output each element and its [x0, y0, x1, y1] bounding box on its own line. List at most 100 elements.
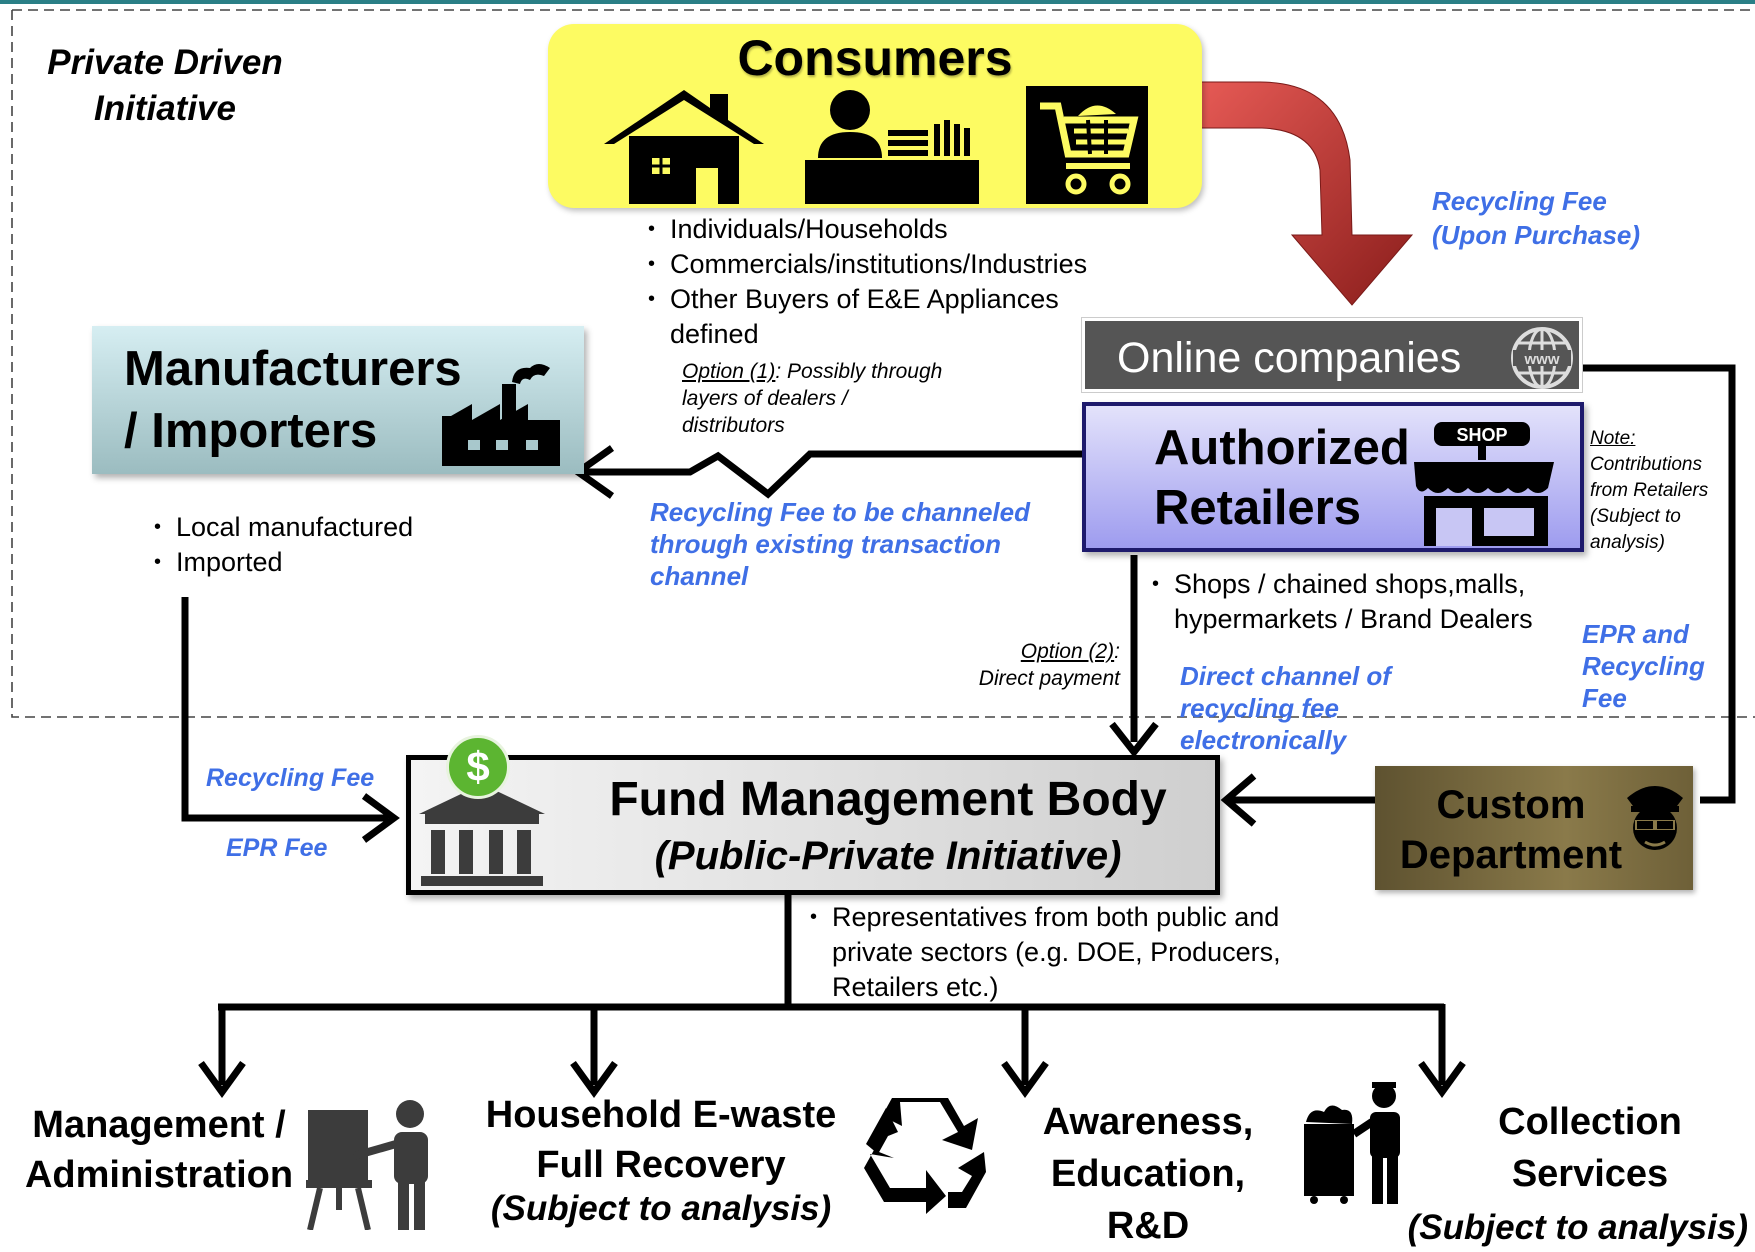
manufacturer-to-fund-line [181, 597, 388, 822]
option-2-line2: Direct payment [978, 667, 1120, 690]
factory-icon [442, 364, 560, 466]
private-region-border [11, 9, 1755, 718]
direct-channel-line3: electronically [1180, 725, 1347, 755]
awareness-education-label: Awareness, Education, R&D [1018, 1096, 1278, 1252]
list-item: Individuals/Households [646, 212, 1146, 247]
direct-channel-line2: recycling fee [1180, 693, 1339, 723]
collection-services-label: Collection Services [1440, 1096, 1740, 1200]
direct-channel-note: Direct channel of recycling fee electron… [1180, 660, 1440, 756]
house-icon [604, 90, 764, 204]
custom-title-line1: Custom [1436, 783, 1586, 827]
option-1-line3: distributors [682, 414, 785, 437]
awareness-line1: Awareness, [1042, 1101, 1254, 1143]
private-initiative-line1: Private Driven [47, 43, 283, 82]
option-1-label: Option (1) [682, 360, 776, 383]
awareness-line3: R&D [1106, 1205, 1190, 1247]
list-item: private sectors (e.g. DOE, Producers, [832, 937, 1281, 967]
option-2-colon: : [1114, 640, 1120, 663]
branch-awareness-head [1001, 1060, 1049, 1098]
custom-to-fund-arrowhead [1220, 773, 1257, 827]
fund-subtitle: (Public-Private Initiative) [654, 834, 1122, 878]
household-line2: Full Recovery [536, 1144, 786, 1186]
waste-collector-icon [1304, 1082, 1400, 1204]
note-line: analysis) [1590, 532, 1665, 553]
option-2-first-line: Option (2): [900, 638, 1120, 665]
note-line: Contributions [1590, 454, 1702, 475]
channel-note-line2: through existing transaction [650, 529, 1002, 559]
retailer-to-manufacturer-arrow [584, 450, 1082, 499]
epr-recycling-line2: Recycling [1582, 651, 1705, 681]
household-ewaste-label: Household E-waste Full Recovery (Subject… [456, 1090, 866, 1228]
list-item: Commercials/institutions/Industries [646, 247, 1146, 282]
note-line: (Subject to [1590, 506, 1681, 527]
manufacturer-types-list: Local manufactured Imported [152, 510, 472, 580]
recycling-fee-label: Recycling Fee [1432, 186, 1607, 216]
branch-management-head [198, 1060, 246, 1098]
online-to-custom-line [1582, 364, 1736, 804]
epr-recycling-line1: EPR and [1582, 619, 1689, 649]
globe-www-text: www [1523, 351, 1559, 368]
epr-fee-left-label: EPR Fee [226, 834, 328, 862]
channel-note-line3: channel [650, 561, 749, 591]
online-companies-label: Online companies [1117, 334, 1462, 382]
option-1-note: Option (1): Possibly through layers of d… [682, 358, 1022, 439]
consumer-types-list: Individuals/Households Commercials/insti… [646, 212, 1146, 352]
private-initiative-label: Private Driven Initiative [30, 40, 300, 132]
collection-line1: Collection [1498, 1101, 1682, 1143]
epr-recycling-line3: Fee [1582, 683, 1627, 713]
manufacturers-title-line1: Manufacturers [124, 342, 462, 396]
manufacturer-to-fund-arrowhead [361, 793, 400, 843]
awareness-line2: Education, [1050, 1153, 1246, 1195]
customs-officer-icon [1627, 786, 1683, 850]
top-strip [0, 0, 1755, 4]
shop-icon: SHOP [1414, 422, 1554, 546]
epr-recycling-fee-note: EPR and Recycling Fee [1582, 618, 1742, 714]
option-2-label: Option (2) [1020, 640, 1115, 663]
shopping-cart-icon [1026, 86, 1148, 204]
shop-sign-text: SHOP [1456, 425, 1507, 445]
option-1-text: : Possibly through [775, 360, 943, 383]
manufacturers-importers-box: Manufacturers / Importers [92, 326, 584, 474]
option-2-note: Option (2): Direct payment [900, 638, 1120, 692]
globe-icon: www [1511, 327, 1573, 389]
consumers-title: Consumers [737, 30, 1013, 86]
management-line1: Management / [32, 1104, 286, 1146]
collection-subject-to-analysis: (Subject to analysis) [1407, 1208, 1748, 1247]
recycling-fee-left-label: Recycling Fee [206, 764, 375, 792]
option-1-line2: layers of dealers / [682, 387, 848, 410]
consumers-box: Consumers [548, 24, 1202, 208]
branch-collection-head [1418, 1060, 1466, 1098]
custom-title-line2: Department [1399, 833, 1623, 877]
list-item: Retailers etc.) [832, 972, 999, 1002]
recycling-fee-upon-purchase: Recycling Fee (Upon Purchase) [1432, 184, 1732, 252]
fund-representatives-list: Representatives from both public and pri… [808, 900, 1328, 1005]
retailer-contribution-note: Note: Contributions from Retailers (Subj… [1590, 426, 1755, 556]
upon-purchase-label: (Upon Purchase) [1432, 220, 1641, 250]
list-item: defined [670, 319, 759, 349]
direct-channel-line1: Direct channel of [1180, 661, 1391, 691]
recycle-icon [864, 1098, 986, 1214]
retailers-title-line2: Retailers [1154, 481, 1362, 535]
retailers-title-line1: Authorized [1154, 421, 1410, 475]
household-line1: Household E-waste [485, 1094, 837, 1136]
retailer-to-fund-arrowhead [1109, 721, 1159, 758]
note-label: Note: [1590, 428, 1636, 449]
fund-management-body-box: Fund Management Body (Public-Private Ini… [406, 755, 1220, 895]
list-item: Other Buyers of E&E Appliances [646, 282, 1146, 317]
manufacturers-title: Manufacturers / Importers [124, 338, 462, 462]
list-item: Local manufactured [152, 510, 472, 545]
list-item: Shops / chained shops,malls, [1150, 567, 1590, 602]
management-administration-label: Management / Administration [4, 1100, 314, 1200]
custom-department-title: Custom Department [1391, 780, 1631, 880]
list-item: Imported [152, 545, 472, 580]
private-initiative-line2: Initiative [94, 89, 236, 128]
shop-counter-icon [805, 90, 979, 204]
custom-department-box: Custom Department [1375, 766, 1693, 890]
purchase-arrow [1199, 81, 1414, 306]
existing-channel-note: Recycling Fee to be channeled through ex… [650, 496, 1070, 592]
branch-household-head [570, 1060, 618, 1098]
note-line: from Retailers [1590, 480, 1709, 501]
management-line2: Administration [24, 1154, 294, 1196]
option-1-first-line: Option (1): Possibly through [682, 358, 1022, 385]
